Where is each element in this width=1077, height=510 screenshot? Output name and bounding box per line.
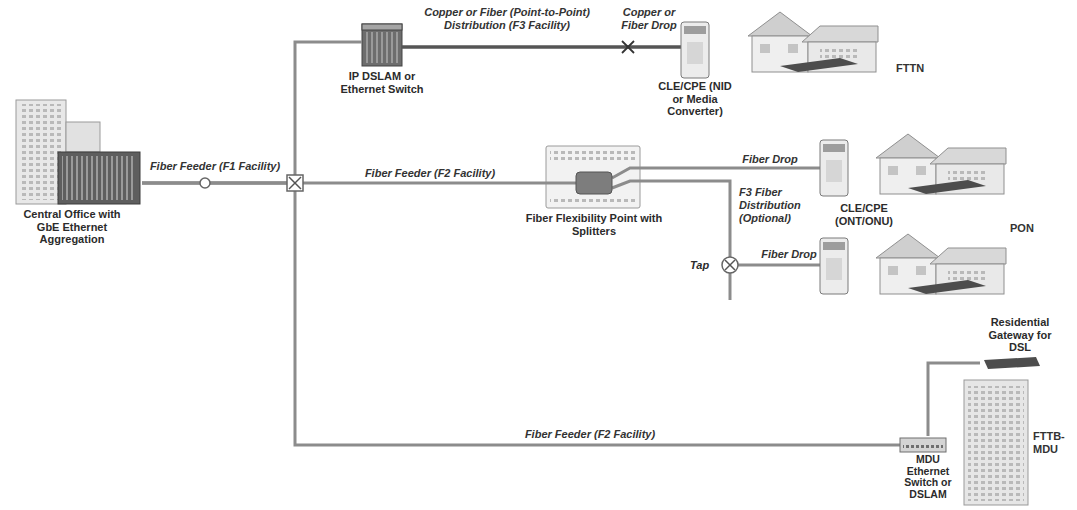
mdu-switch-node: MDU Ethernet Switch or DSLAM xyxy=(896,436,960,500)
cross-marker-part xyxy=(622,41,634,53)
flexibility-cabinet-part xyxy=(524,182,576,185)
architecture-label: PON xyxy=(1010,222,1054,235)
cross-connect-box-part xyxy=(287,175,303,191)
flexibility-cabinet-part xyxy=(546,146,640,208)
dslam-icon-part xyxy=(362,24,402,66)
architecture-label: FTTB-MDU xyxy=(1033,430,1071,456)
node-text: Residential Gateway for DSL xyxy=(980,316,1060,354)
central-office-building-part xyxy=(66,122,100,152)
flexibility-cabinet-part xyxy=(612,181,664,188)
cross-connect-box-part xyxy=(289,177,301,189)
cross-marker-part xyxy=(622,41,634,53)
tap-symbol-part xyxy=(725,260,735,270)
flexibility-cabinet-part xyxy=(576,172,612,194)
central-office-building-part xyxy=(58,152,140,204)
nid-device xyxy=(681,22,709,78)
connector-label: Fiber Feeder (F2 Facility) xyxy=(500,428,680,441)
flexibility-cabinet-part xyxy=(550,150,636,160)
tap-symbol-part xyxy=(725,260,735,270)
mdu-building xyxy=(964,380,1028,505)
ont-device xyxy=(820,238,848,294)
central-office-building-part xyxy=(20,104,62,200)
connector-label: F3 Fiber Distribution (Optional) xyxy=(739,186,817,225)
office-node: Central Office with GbE Ethernet Aggrega… xyxy=(2,98,142,246)
mdu-switch-icon xyxy=(900,438,946,452)
splice-point xyxy=(200,178,210,188)
fiber-connector xyxy=(434,45,652,49)
house-illustration xyxy=(748,12,878,72)
drop-label: Fiber Drop xyxy=(758,248,820,261)
gateway-icon xyxy=(984,357,1040,369)
fiber-drop-line xyxy=(738,264,820,267)
facility-label: Fiber Feeder (F1 Facility) xyxy=(145,160,285,173)
node-text: Tap xyxy=(690,259,722,272)
cross-marker xyxy=(622,41,634,53)
connector-label: Copper or Fiber (Point-to-Point) Distrib… xyxy=(398,6,616,32)
node-text: MDU Ethernet Switch or DSLAM xyxy=(896,454,960,500)
fiber-stub xyxy=(896,444,900,447)
mdu-switch-icon-part xyxy=(900,438,946,452)
architecture-label: FTTN xyxy=(896,62,940,75)
copper-stub xyxy=(402,45,434,49)
fiber-connector xyxy=(664,167,815,170)
tap-symbol-part xyxy=(722,257,738,273)
drop-label: Copper or Fiber Drop xyxy=(618,6,680,32)
house-illustration xyxy=(876,134,1006,194)
flexibility-point-node: Fiber Flexibility Point with Splitters xyxy=(524,146,664,237)
dslam-icon-part xyxy=(362,24,402,30)
tap-node: Tap xyxy=(690,257,742,274)
gateway-node: Residential Gateway for DSL xyxy=(980,316,1060,370)
fiber-connector xyxy=(664,181,730,257)
central-office-building-part xyxy=(62,156,136,200)
flexibility-cabinet-part xyxy=(612,168,664,178)
connector-label: Fiber Feeder (F2 Facility) xyxy=(355,167,505,180)
dslam-node: IP DSLAM or Ethernet Switch xyxy=(330,22,434,95)
dslam-icon xyxy=(362,24,402,66)
fiber-stub xyxy=(815,167,820,170)
central-office-building xyxy=(16,100,140,204)
flexibility-cabinet-part xyxy=(550,196,636,205)
mdu-switch-icon-part xyxy=(903,442,943,449)
fiber-connector xyxy=(928,363,980,436)
ont-device xyxy=(820,140,848,196)
cross-connect-box-part xyxy=(289,177,301,189)
fiber-connector xyxy=(142,42,330,183)
house-illustration xyxy=(876,234,1006,294)
fiber-connector xyxy=(142,183,896,445)
tap-symbol xyxy=(722,257,738,273)
ont-node: CLE/CPE (ONT/ONU) xyxy=(815,138,913,227)
copper-stub xyxy=(652,45,681,49)
node-text: Fiber Flexibility Point with Splitters xyxy=(524,212,664,237)
fiber-stub xyxy=(330,41,362,44)
node-text: Central Office with GbE Ethernet Aggrega… xyxy=(16,208,128,246)
mdu-building-part xyxy=(968,386,1024,501)
connector-label: Fiber Drop xyxy=(730,153,810,166)
cross-connect-box xyxy=(287,175,303,191)
node-text: IP DSLAM or Ethernet Switch xyxy=(330,70,434,95)
flexibility-cabinet xyxy=(524,146,664,208)
mdu-building-part xyxy=(964,380,1028,505)
node-text: CLE/CPE (NID or Media Converter) xyxy=(652,80,738,118)
cpe-node: CLE/CPE (NID or Media Converter) xyxy=(652,20,738,118)
dslam-icon-part xyxy=(365,32,399,63)
node-text: CLE/CPE (ONT/ONU) xyxy=(815,202,913,227)
fiber-line xyxy=(729,273,732,300)
